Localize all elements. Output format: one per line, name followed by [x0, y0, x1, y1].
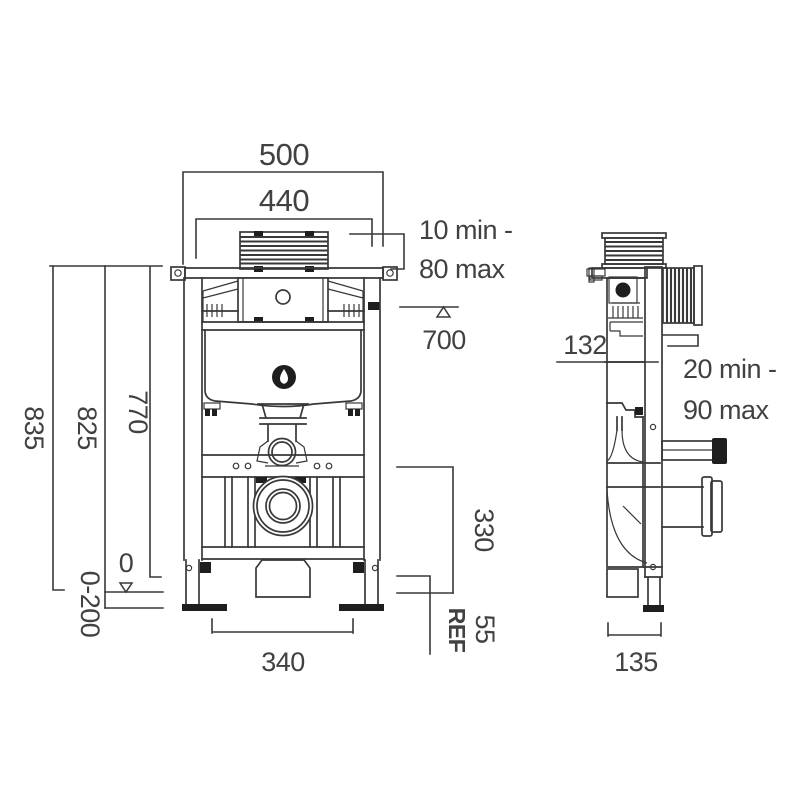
dim-340-label: 340 [261, 647, 305, 677]
left-dimensions: 835 825 770 0 0-200 [19, 265, 164, 638]
right-dimensions: 330 55 REF [396, 466, 500, 655]
frame-rail-side [644, 266, 663, 578]
leg-side [643, 576, 664, 612]
top-cover-side [601, 232, 667, 269]
flush-plate-side [662, 265, 703, 326]
dim-135-label: 135 [614, 647, 658, 677]
plate-depth-annotation: 10 min - 80 max [349, 215, 513, 284]
wall-depth-annotation: 20 min - 90 max [662, 334, 777, 425]
zero-level-label: 0 [119, 548, 134, 578]
outlet-rings [252, 475, 314, 537]
wall-depth-label-1: 20 min - [683, 354, 777, 384]
flush-valve-mark [280, 369, 288, 384]
dim-135: 135 [607, 622, 662, 677]
dim-440: 440 [195, 183, 373, 259]
side-view: 132 20 min - 90 max 135 [556, 232, 777, 677]
ref-label: REF [444, 608, 470, 653]
dim-835-label: 835 [19, 406, 49, 450]
dim-132-label: 132 [563, 330, 607, 360]
level-700-label: 700 [422, 325, 466, 355]
dim-55-label: 55 [470, 614, 500, 643]
front-view: 500 440 10 min - 80 max 700 835 [19, 137, 513, 677]
dim-825-label: 825 [72, 406, 102, 450]
frame-rails [183, 277, 381, 561]
leg-range-label: 0-200 [75, 571, 105, 638]
crossbar-lower [201, 546, 365, 598]
zero-level-triangle [118, 582, 134, 594]
pipework-side [606, 402, 727, 598]
wall-depth-label-2: 90 max [683, 395, 770, 425]
dim-330-label: 330 [469, 508, 499, 552]
dim-340: 340 [211, 618, 354, 677]
cistern-tank-front [201, 310, 365, 416]
level-marker-triangle [435, 305, 452, 318]
cistern-tank-side [604, 276, 646, 418]
plate-depth-label-1: 10 min - [419, 215, 513, 245]
flush-plate-front [239, 231, 329, 272]
dim-770-label: 770 [123, 390, 153, 434]
dim-440-label: 440 [259, 183, 309, 218]
flush-pipe-front [256, 402, 309, 467]
level-700-annotation: 700 [399, 305, 466, 355]
flush-plate-housing [237, 277, 329, 323]
inlet-and-bracket [586, 267, 648, 283]
plate-depth-label-2: 80 max [419, 254, 506, 284]
legs-front [182, 559, 384, 611]
dim-132: 132 [556, 330, 659, 363]
dim-500-label: 500 [259, 137, 309, 172]
dim-500: 500 [182, 137, 384, 265]
